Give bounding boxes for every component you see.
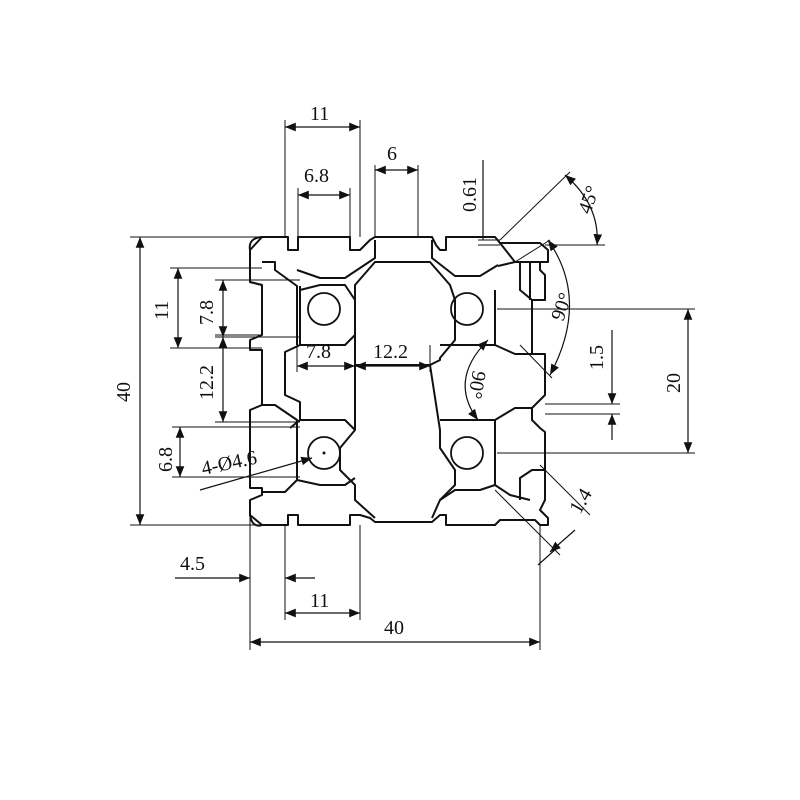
hole-lower-right [450, 436, 484, 470]
hole-upper-left [307, 292, 341, 326]
dimension-lines [130, 120, 695, 650]
center-core-lower [339, 364, 456, 519]
right-lip-lower [519, 469, 545, 500]
upper-left-cell [262, 261, 356, 346]
label-top-6: 6 [387, 143, 397, 165]
label-40-bottom: 40 [384, 617, 404, 639]
label-left-6-8: 6.8 [155, 447, 177, 472]
label-1-5: 1.5 [586, 345, 608, 370]
leader-hole-callout [199, 456, 313, 491]
holes [307, 292, 484, 470]
label-0-61: 0.61 [459, 177, 481, 212]
lower-right-cell [439, 407, 532, 501]
label-left-7-8: 7.8 [196, 300, 218, 325]
right-lip-upper [519, 262, 533, 301]
hole-upper-right [450, 292, 484, 326]
center-cavity [284, 240, 499, 429]
label-left-12-2: 12.2 [196, 365, 218, 400]
label-top-11: 11 [310, 103, 329, 125]
label-20: 20 [663, 373, 685, 393]
dimension-labels: 11 6.8 6 0.61 45° 90° 90° 11 7.8 7.8 12.… [113, 103, 685, 639]
label-left-11: 11 [151, 301, 173, 320]
label-90deg-lower: 90° [463, 369, 490, 400]
label-center-12-2: 12.2 [373, 341, 408, 363]
dim-arc-90-upper [547, 239, 571, 376]
dim-line-1-4 [549, 529, 576, 553]
dim-arc-45 [564, 174, 603, 246]
hole-lower-left [307, 436, 341, 470]
top-right-lip [499, 242, 540, 263]
label-90deg-upper: 90° [547, 290, 577, 324]
hole-center-mark [322, 451, 326, 455]
dim-arc-90-lower [464, 339, 489, 421]
label-center-7-8: 7.8 [306, 341, 331, 363]
label-top-6-8: 6.8 [304, 165, 329, 187]
label-bottom-11: 11 [310, 590, 329, 612]
label-1-4: 1.4 [565, 485, 597, 518]
label-4-5: 4.5 [180, 553, 205, 575]
label-40-left: 40 [113, 382, 135, 402]
lower-left-cell [262, 404, 356, 493]
